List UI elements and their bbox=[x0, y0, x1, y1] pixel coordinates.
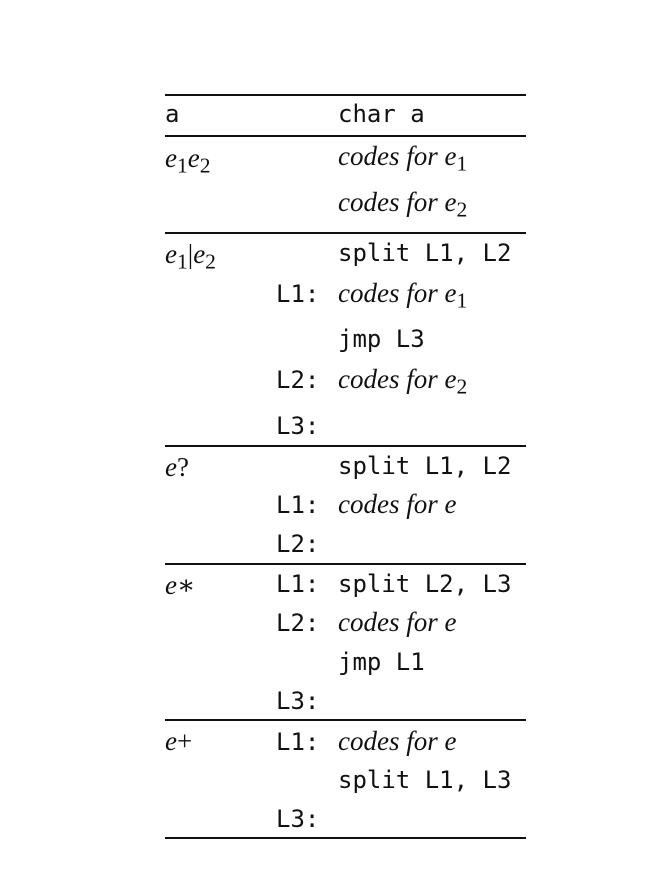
code-line: codes for e bbox=[338, 607, 457, 637]
label-l2: L2: bbox=[276, 366, 320, 394]
expr-sub: 2 bbox=[199, 153, 211, 178]
row-divider bbox=[165, 135, 526, 137]
code-line: split L1, L2 bbox=[338, 452, 512, 480]
code-line: codes for e2 bbox=[338, 187, 468, 222]
row-divider bbox=[165, 232, 526, 234]
code-line: codes for e1 bbox=[338, 278, 468, 313]
row-divider bbox=[165, 445, 526, 447]
label-l3: L3: bbox=[276, 412, 320, 440]
table-bottom-rule bbox=[165, 837, 526, 839]
label-l3: L3: bbox=[276, 687, 320, 715]
row-divider bbox=[165, 719, 526, 721]
code-line: split L1, L3 bbox=[338, 766, 512, 794]
code-line: jmp L1 bbox=[338, 648, 425, 676]
label-l1: L1: bbox=[276, 728, 320, 756]
label-l1: L1: bbox=[276, 491, 320, 519]
label-l2: L2: bbox=[276, 609, 320, 637]
code-line: split L2, L3 bbox=[338, 570, 512, 598]
code-line: codes for e bbox=[338, 726, 457, 756]
code-line: codes for e2 bbox=[338, 364, 468, 399]
code-line: codes for e1 bbox=[338, 141, 468, 176]
expr-concat: e1e2 bbox=[165, 143, 211, 177]
expr-part: e bbox=[187, 143, 200, 173]
expr-sub: 1 bbox=[176, 153, 188, 178]
label-l2: L2: bbox=[276, 530, 320, 558]
code-line: split L1, L2 bbox=[338, 239, 512, 267]
code-line: char a bbox=[338, 100, 425, 128]
expr-plus: e+ bbox=[165, 726, 193, 756]
expr-alternation: e1|e2 bbox=[165, 239, 216, 274]
expr-optional: e? bbox=[165, 452, 189, 482]
row-divider bbox=[165, 563, 526, 565]
code-line: codes for e bbox=[338, 489, 457, 519]
code-line: jmp L3 bbox=[338, 325, 425, 353]
expr-char: a bbox=[165, 100, 180, 128]
label-l1: L1: bbox=[276, 570, 320, 598]
label-l1: L1: bbox=[276, 280, 320, 308]
expr-part: e bbox=[165, 143, 177, 173]
label-l3: L3: bbox=[276, 805, 320, 833]
expr-star: e∗ bbox=[165, 570, 196, 600]
table-top-rule bbox=[165, 94, 526, 96]
